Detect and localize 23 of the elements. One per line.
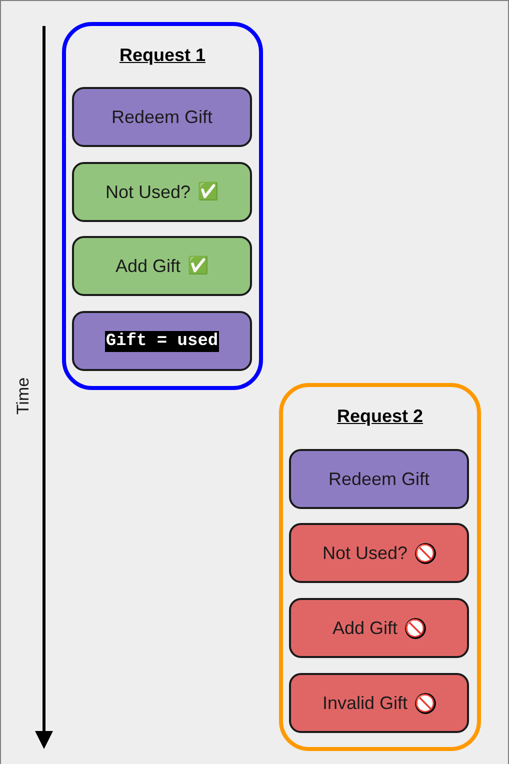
step-box bbox=[289, 523, 469, 583]
step-label: Add Gift bbox=[332, 617, 398, 639]
step-box bbox=[72, 87, 252, 147]
step-box bbox=[72, 162, 252, 222]
step-label: Redeem Gift bbox=[111, 106, 213, 128]
step-label: Not Used? bbox=[322, 542, 408, 564]
step-box bbox=[289, 673, 469, 733]
request-panel bbox=[62, 22, 263, 390]
check-mark-icon: ✅ bbox=[198, 182, 219, 202]
request-panel bbox=[279, 383, 481, 751]
check-mark-icon: ✅ bbox=[188, 256, 209, 276]
step-box bbox=[72, 236, 252, 296]
panel-title: Request 1 bbox=[119, 45, 206, 65]
step-label: Add Gift bbox=[115, 255, 181, 277]
panel-title: Request 2 bbox=[336, 406, 424, 426]
step-label: Not Used? bbox=[105, 181, 191, 203]
step-box bbox=[72, 311, 252, 371]
code-label: Gift = used bbox=[104, 330, 220, 352]
step-box bbox=[289, 598, 469, 658]
axis-label: Time bbox=[13, 377, 34, 415]
step-label: Redeem Gift bbox=[328, 468, 430, 490]
step-label: Invalid Gift bbox=[322, 692, 408, 714]
step-box bbox=[289, 449, 469, 509]
